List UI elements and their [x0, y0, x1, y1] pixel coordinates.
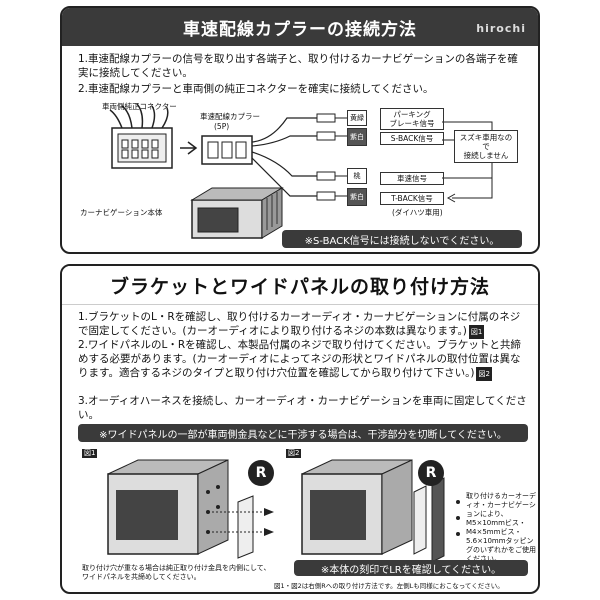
bracket-section: ブラケットとワイドパネルの取り付け方法 1.ブラケットのL・Rを確認し、取り付け… — [60, 264, 540, 594]
fig-ref-1: 図1 — [468, 325, 485, 339]
suzuki-note: スズキ車用なので 接続しません — [454, 130, 518, 163]
lr-check-note: ※本体の刻印でLRを確認してください。 — [294, 560, 528, 576]
coupler-graphic — [201, 135, 253, 165]
fig2-r-mark: R — [418, 460, 444, 486]
wire-color-3: 桃 — [347, 168, 367, 184]
wire-signal-1: パーキング ブレーキ信号 — [380, 108, 444, 130]
wire-signal-2: S-BACK信号 — [380, 132, 444, 145]
fig-ref-2: 図2 — [476, 367, 492, 381]
label-coupler: 車速配線カプラー — [200, 112, 260, 121]
wire-signal-3: 車速信号 — [380, 172, 444, 185]
wire-signal-4: T-BACK信号 — [380, 192, 444, 205]
connect-arrow — [180, 141, 198, 155]
navi-unit-graphic — [190, 187, 284, 239]
label-vehicle-connector: 車両側純正コネクター — [102, 102, 177, 111]
wiring-step-1: 1.車速配線カプラーの信号を取り出す各端子と、取り付けるカーナビゲーションの各端… — [78, 53, 518, 79]
bracket-title-text: ブラケットとワイドパネルの取り付け方法 — [109, 275, 490, 298]
wiring-title-text: 車速配線カプラーの接続方法 — [183, 19, 417, 40]
wiring-warning: ※S-BACK信号には接続しないでください。 — [282, 230, 522, 248]
fig2-illustration — [301, 459, 460, 562]
vehicle-connector-graphic — [109, 103, 173, 169]
label-daihatsu: (ダイハツ車用) — [392, 208, 443, 217]
footnote: 図1・図2は右側Rへの取り付け方法です。左側Lも同様におこなってください。 — [274, 582, 504, 590]
bracket-step-2: 2.ワイドパネルのL・Rを確認し、本製品付属のネジで取り付けてください。ブラケッ… — [78, 339, 521, 381]
wiring-section-title: 車速配線カプラーの接続方法 hirochi — [62, 8, 538, 46]
fig2-label: 図2 — [286, 449, 302, 458]
fig2-caption: 取り付けるカーオーディオ・カーナビゲーションにより、M5×10mmビス・M4×5… — [466, 492, 536, 563]
wire-lines — [251, 117, 317, 197]
watermark: hirochi — [476, 22, 526, 35]
wire-color-4: 紫白 — [347, 188, 367, 206]
interference-warning: ※ワイドパネルの一部が車両側金具などに干渉する場合は、干渉部分を切断してください… — [78, 424, 528, 442]
wiring-diagram — [109, 103, 493, 239]
label-coupler-pins: (5P) — [214, 122, 230, 131]
wiring-section: 車速配線カプラーの接続方法 hirochi 1.車速配線カプラーの信号を取り出す… — [60, 6, 540, 254]
wire-color-2: 紫白 — [347, 128, 367, 146]
bracket-section-title: ブラケットとワイドパネルの取り付け方法 — [62, 266, 538, 305]
bracket-step-1: 1.ブラケットのL・Rを確認し、取り付けるカーオーディオ・カーナビゲーションに付… — [78, 311, 521, 339]
bracket-step-3: 3.オーディオハーネスを接続し、カーオーディオ・カーナビゲーションを車両に固定し… — [78, 395, 527, 421]
fig1-label: 図1 — [82, 449, 98, 458]
fig1-caption: 取り付け穴が重なる場合は純正取り付け金具を内側にして、ワイドパネルを共締めしてく… — [82, 564, 271, 581]
label-navi-unit: カーナビゲーション本体 — [80, 208, 163, 217]
wiring-step-2: 2.車速配線カプラーと車両側の純正コネクターを確実に接続してください。 — [78, 83, 434, 95]
wire-color-1: 黄緑 — [347, 110, 367, 126]
fig1-illustration — [107, 459, 274, 559]
fig1-r-mark: R — [248, 460, 274, 486]
